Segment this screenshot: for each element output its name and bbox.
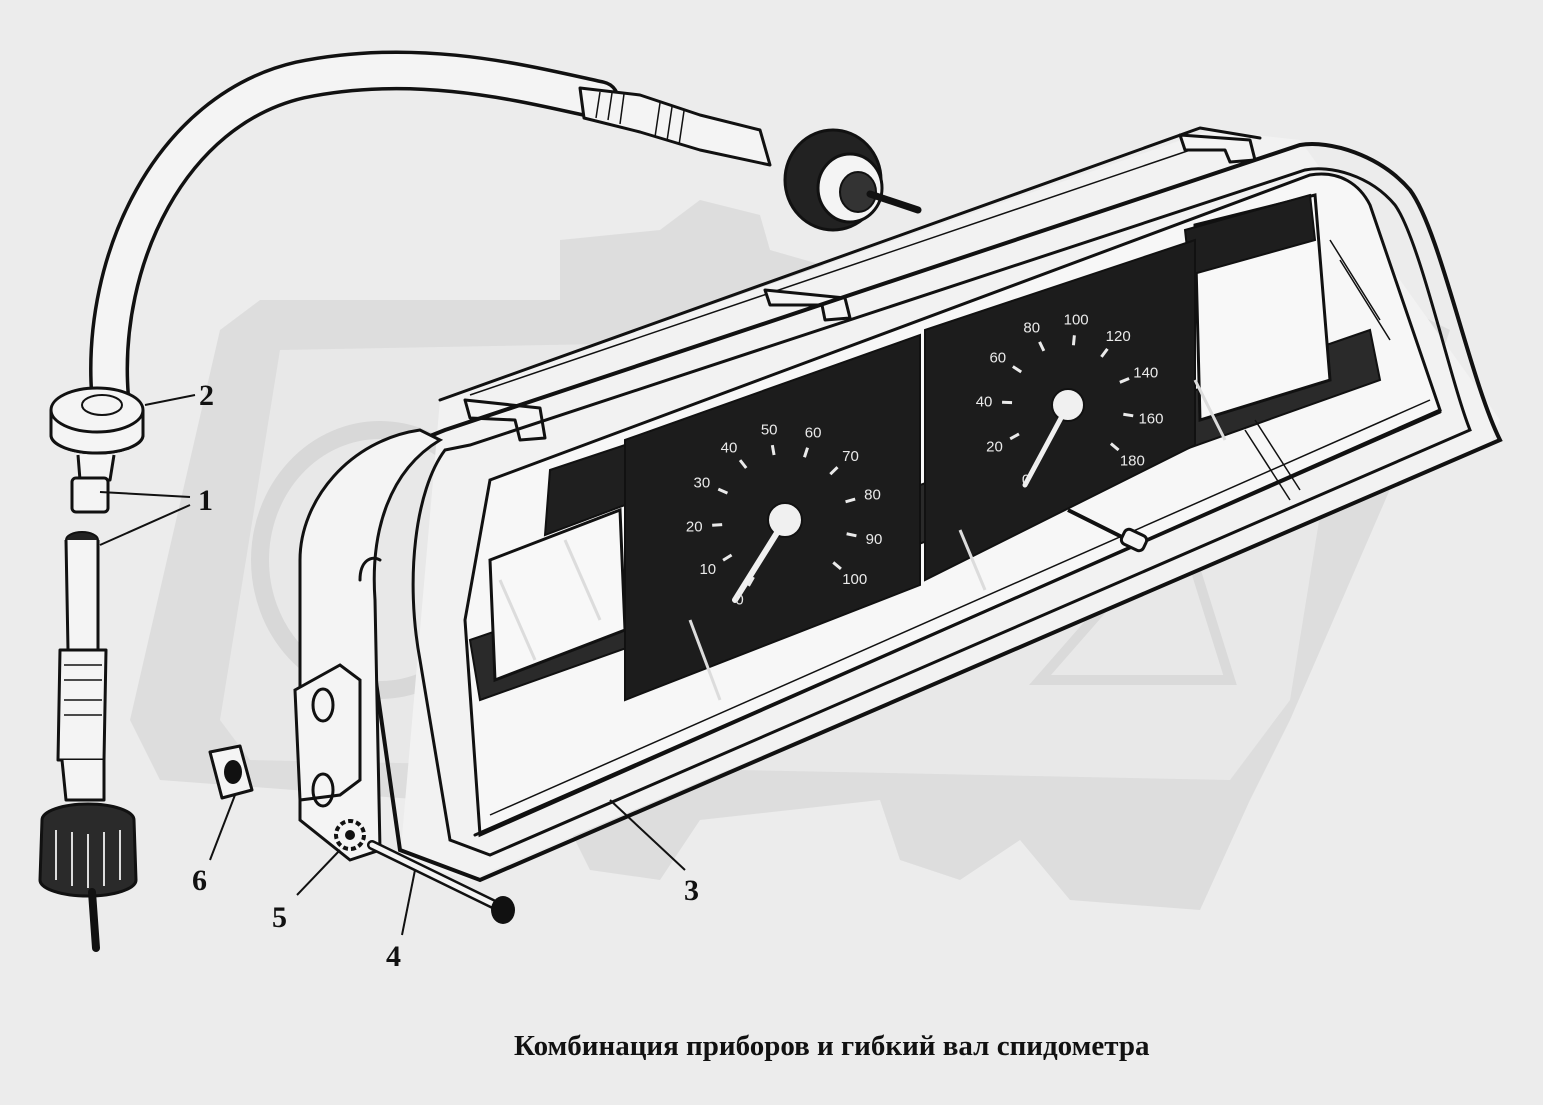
tachometer-tick <box>717 487 729 495</box>
grommet <box>49 386 145 514</box>
callout-4: 4 <box>386 940 401 973</box>
tachometer-tick <box>747 576 755 587</box>
glass-glare-lines <box>498 239 1391 701</box>
speedometer-dial: 0 20 40 60 80 100 120 140 160 180 <box>924 238 1196 582</box>
figure-caption: Комбинация приборов и гибкий вал спидоме… <box>514 1030 1150 1062</box>
speedometer-label: 80 <box>1023 319 1040 336</box>
tachometer-tick <box>803 447 809 458</box>
speedometer-tick <box>1071 335 1076 346</box>
flexible-shaft-lower-end <box>38 531 138 952</box>
speedometer-tick <box>1012 365 1023 374</box>
speedometer-label: 20 <box>986 439 1003 456</box>
callout-2: 2 <box>199 379 214 412</box>
tachometer-tick <box>738 459 748 469</box>
screw <box>367 840 515 924</box>
speedometer-tick <box>1009 432 1020 441</box>
speedometer-tick <box>1119 377 1130 384</box>
flexible-shaft-cable <box>89 50 922 415</box>
tachometer-tick <box>832 561 842 571</box>
callout-5: 5 <box>272 901 287 934</box>
tachometer-label: 60 <box>805 425 822 442</box>
tachometer-tick <box>770 444 776 456</box>
tachometer-tick <box>829 466 839 476</box>
speedometer-tick <box>1123 412 1134 418</box>
leader-lines <box>99 394 686 936</box>
speedometer-label: 100 <box>1064 311 1089 328</box>
callout-1: 1 <box>198 484 213 517</box>
speedometer-label: 140 <box>1133 364 1158 381</box>
trip-reset-rod <box>1067 508 1149 553</box>
tachometer-label: 100 <box>842 571 867 588</box>
speedometer-label: 60 <box>989 350 1006 367</box>
callout-3: 3 <box>684 874 699 907</box>
tachometer-tick <box>722 553 733 562</box>
tachometer-tick <box>845 497 856 504</box>
speedometer-tick <box>1033 456 1042 467</box>
tachometer-label: 0 <box>735 592 743 609</box>
speedometer-tick <box>1109 442 1120 452</box>
cable-upper-fitting <box>578 86 922 232</box>
callout-6: 6 <box>192 864 207 897</box>
tachometer-label: 40 <box>721 440 738 457</box>
tachometer-label: 90 <box>866 531 883 548</box>
speedometer-label: 180 <box>1120 452 1145 469</box>
lock-washer <box>334 819 366 851</box>
tachometer-label: 80 <box>864 487 881 504</box>
tachometer-dial: 0 10 20 30 40 50 60 70 80 90 100 <box>624 333 921 702</box>
tachometer-label: 10 <box>699 561 716 578</box>
tachometer-tick <box>846 532 857 538</box>
tachometer-tick <box>712 523 723 527</box>
speedometer-label: 0 <box>1022 471 1030 488</box>
tachometer-label: 50 <box>761 421 778 438</box>
tachometer-label: 20 <box>686 518 703 535</box>
speedometer-tick <box>1038 341 1046 352</box>
speedometer-label: 160 <box>1138 410 1163 427</box>
speedometer-label: 120 <box>1106 328 1131 345</box>
speedometer-label: 40 <box>976 394 993 411</box>
tachometer-label: 30 <box>694 475 711 492</box>
tachometer-label: 70 <box>842 448 859 465</box>
speedometer-tick <box>1100 347 1109 358</box>
clip <box>208 744 254 800</box>
